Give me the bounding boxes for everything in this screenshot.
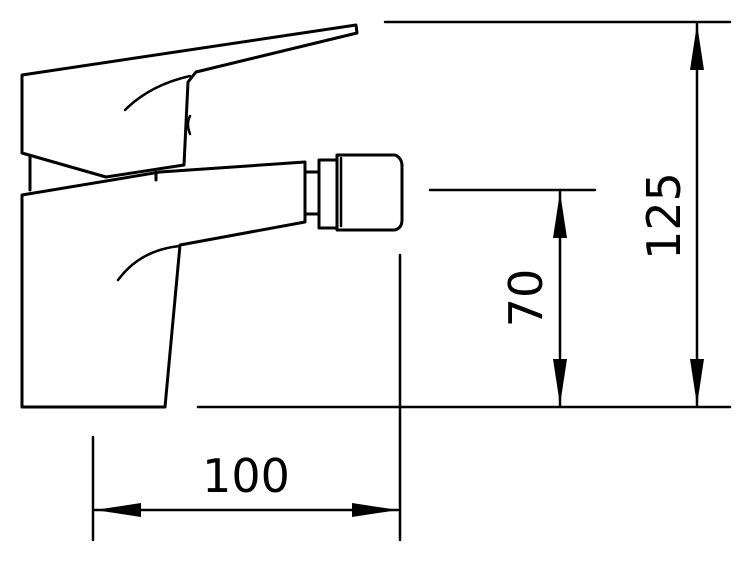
width-label: 100 xyxy=(202,449,290,503)
height-outlet-arrow-head-bottom xyxy=(553,359,567,405)
dimension-labels: 100 125 70 xyxy=(202,172,691,503)
lever-handle-curve xyxy=(123,74,192,112)
aerator-ring xyxy=(317,158,339,230)
dimension-lines xyxy=(91,20,732,542)
height-total-label: 125 xyxy=(637,172,691,260)
height-outlet-arrow-head-top xyxy=(553,192,567,238)
height-total-arrow-head-top xyxy=(690,24,704,70)
lever-handle xyxy=(20,23,359,179)
width-arrow-head-left xyxy=(95,503,141,517)
spout-curve xyxy=(116,244,182,282)
aerator-connector xyxy=(303,170,321,216)
height-total-arrow-head-bottom xyxy=(690,359,704,405)
width-arrow-head-right xyxy=(352,503,398,517)
faucet-body xyxy=(20,160,307,409)
aerator-nozzle xyxy=(335,153,404,232)
faucet-outline xyxy=(20,23,404,409)
height-outlet-label: 70 xyxy=(499,269,553,328)
lever-knob xyxy=(186,114,192,136)
